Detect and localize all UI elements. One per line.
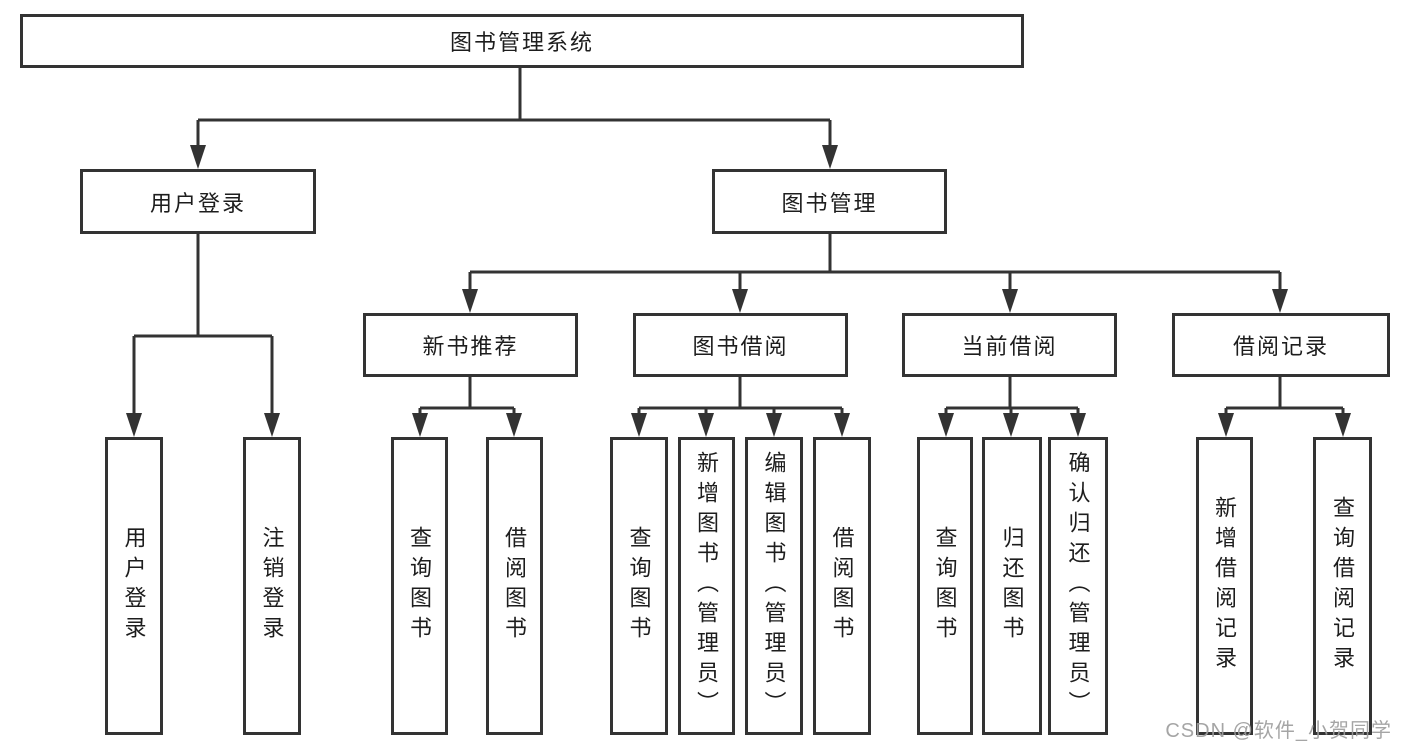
arrowhead [412,413,428,437]
leaf-logout: 注销登录 [243,437,301,735]
node-book-borrowing: 图书借阅 [633,313,848,377]
arrowhead [1335,413,1351,437]
leaf-query-books-borrowing: 查询图书 [610,437,668,735]
leaf-return-books-label: 归还图书 [999,526,1025,646]
arrowhead [1070,413,1086,437]
arrowhead [1272,289,1288,313]
leaf-add-borrow-record-label: 新增借阅记录 [1212,496,1238,676]
arrowhead [834,413,850,437]
leaf-user-login-label: 用户登录 [121,526,147,646]
node-new-book-recommend: 新书推荐 [363,313,578,377]
leaf-query-books-current-label: 查询图书 [932,526,958,646]
leaf-user-login: 用户登录 [105,437,163,735]
connector-borrowing-records-to-leaves [1224,377,1345,416]
arrowhead [264,413,280,437]
leaf-borrow-books-recommend: 借阅图书 [486,437,543,735]
leaf-query-books-recommend-label: 查询图书 [407,526,433,646]
node-borrowing-records-label: 借阅记录 [1232,334,1329,359]
connector-book-management-to-level3 [468,234,1282,292]
connector-new-book-recommend-to-leaves [418,377,516,416]
arrowhead [126,413,142,437]
connector-book-borrowing-to-leaves [637,377,844,416]
leaf-confirm-return-admin-label: 确认归还（管理员） [1065,451,1091,721]
node-borrowing-records: 借阅记录 [1172,313,1390,377]
node-user-login: 用户登录 [80,169,316,234]
leaf-add-borrow-record: 新增借阅记录 [1196,437,1253,735]
node-root-label: 图书管理系统 [449,30,594,55]
leaf-edit-books-admin: 编辑图书（管理员） [745,437,803,735]
leaf-confirm-return-admin: 确认归还（管理员） [1048,437,1108,735]
arrowhead [1003,413,1019,437]
leaf-logout-label: 注销登录 [259,526,285,646]
arrowhead [1218,413,1234,437]
connector-current-borrowing-to-leaves [944,377,1080,416]
arrowhead [766,413,782,437]
arrowhead [506,413,522,437]
node-current-borrowing: 当前借阅 [902,313,1117,377]
leaf-query-books-current: 查询图书 [917,437,973,735]
csdn-watermark: CSDN @软件_小贺同学 [1165,720,1392,742]
connector-root-to-level2 [196,67,832,148]
arrowhead [1002,289,1018,313]
node-root: 图书管理系统 [20,14,1024,68]
node-new-book-recommend-label: 新书推荐 [422,334,519,359]
leaf-query-borrow-record-label: 查询借阅记录 [1330,496,1356,676]
leaf-borrow-books-recommend-label: 借阅图书 [502,526,528,646]
arrowheads [126,145,1351,437]
leaf-add-books-admin: 新增图书（管理员） [678,437,735,735]
leaf-borrow-books-borrowing: 借阅图书 [813,437,871,735]
node-user-login-label: 用户登录 [149,190,246,216]
arrowhead [631,413,647,437]
leaf-query-books-borrowing-label: 查询图书 [626,526,652,646]
node-book-management-label: 图书管理 [781,190,878,216]
arrowhead [732,289,748,313]
connector-user-login-to-leaves [132,234,274,416]
node-current-borrowing-label: 当前借阅 [961,334,1058,359]
node-book-borrowing-label: 图书借阅 [692,334,789,359]
arrowhead [822,145,838,169]
arrowhead [190,145,206,169]
arrowhead [698,413,714,437]
leaf-return-books: 归还图书 [982,437,1042,735]
leaf-add-books-admin-label: 新增图书（管理员） [694,451,720,721]
arrowhead [462,289,478,313]
leaf-query-borrow-record: 查询借阅记录 [1313,437,1372,735]
leaf-query-books-recommend: 查询图书 [391,437,448,735]
leaf-borrow-books-borrowing-label: 借阅图书 [829,526,855,646]
node-book-management: 图书管理 [712,169,947,234]
arrowhead [938,413,954,437]
leaf-edit-books-admin-label: 编辑图书（管理员） [761,451,787,721]
